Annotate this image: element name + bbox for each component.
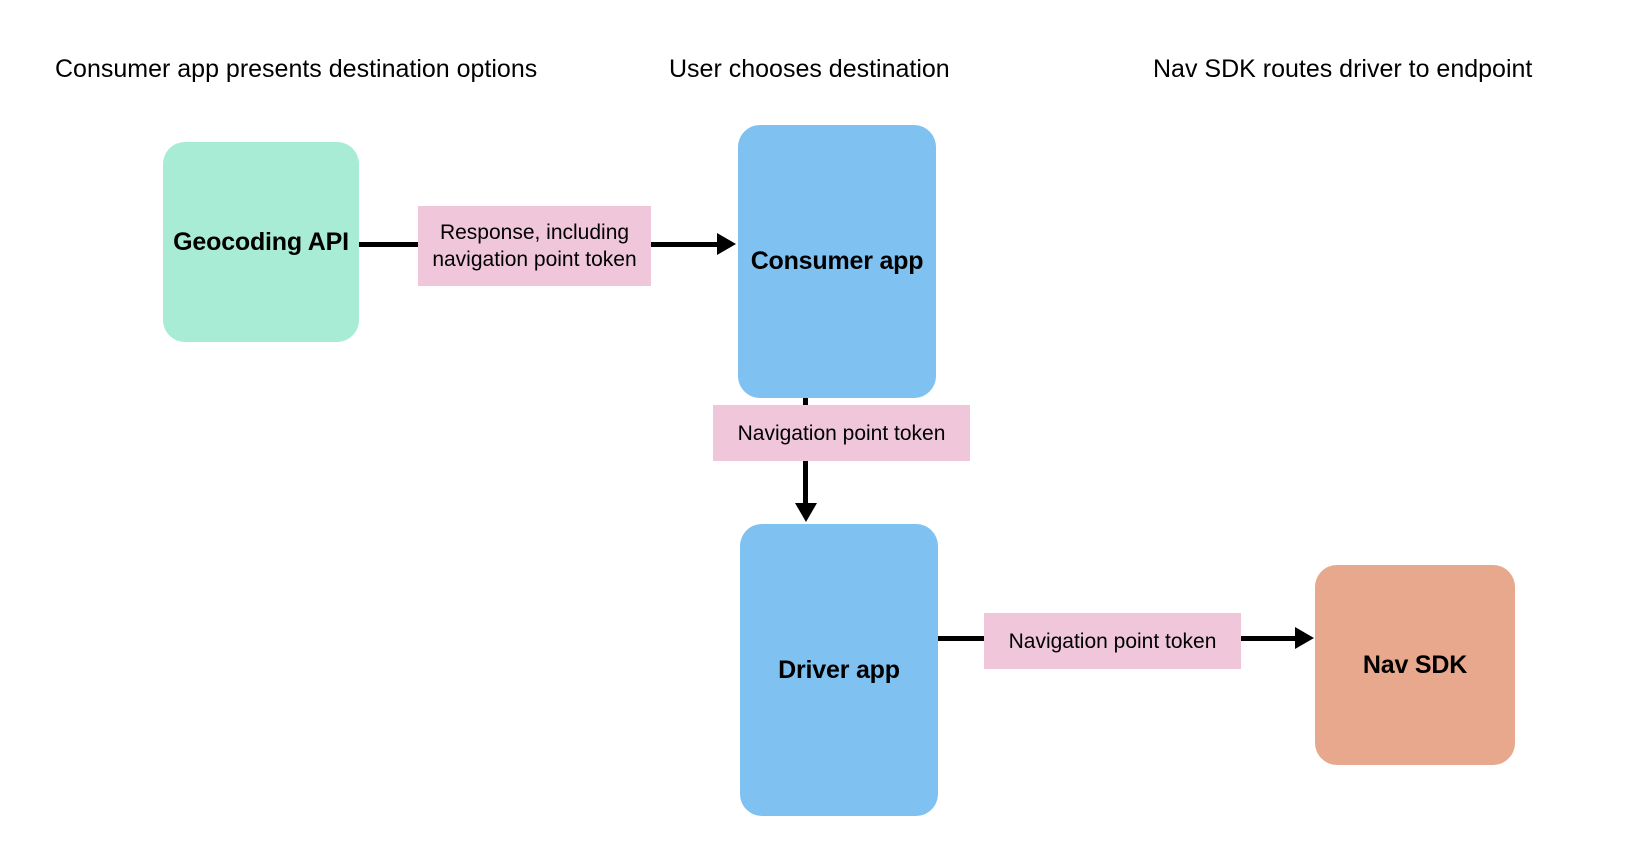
edge-label-response-including-navigation-point-token: Response, including navigation point tok… bbox=[418, 206, 651, 286]
connector-driver-to-navsdk-right bbox=[1241, 636, 1296, 641]
node-consumer-app[interactable]: Consumer app bbox=[738, 125, 936, 398]
edge-label-navigation-point-token-driver-navsdk: Navigation point token bbox=[984, 613, 1241, 669]
connector-geocoding-to-consumer-left bbox=[359, 242, 419, 247]
edge-label-navigation-point-token-consumer-driver: Navigation point token bbox=[713, 405, 970, 461]
column-header-consumer-app: Consumer app presents destination option… bbox=[55, 55, 538, 83]
arrowhead-consumer-to-driver bbox=[795, 503, 817, 522]
edge-label-navigation-point-token-driver-navsdk-text: Navigation point token bbox=[1008, 629, 1217, 653]
node-driver-app[interactable]: Driver app bbox=[740, 524, 938, 816]
node-geocoding-api[interactable]: Geocoding API bbox=[163, 142, 359, 342]
connector-consumer-to-driver-top bbox=[803, 398, 808, 408]
connector-geocoding-to-consumer-right bbox=[650, 242, 718, 247]
edge-label-response-text: Response, including navigation point tok… bbox=[432, 221, 637, 271]
node-consumer-app-label: Consumer app bbox=[750, 247, 924, 275]
node-nav-sdk-label: Nav SDK bbox=[1362, 650, 1468, 679]
node-nav-sdk[interactable]: Nav SDK bbox=[1315, 565, 1515, 765]
node-geocoding-api-label: Geocoding API bbox=[173, 227, 349, 256]
connector-driver-to-navsdk-left bbox=[938, 636, 985, 641]
column-header-user-chooses: User chooses destination bbox=[669, 55, 950, 83]
connector-consumer-to-driver-bottom bbox=[803, 461, 808, 504]
arrowhead-geocoding-to-consumer bbox=[717, 233, 736, 255]
arrowhead-driver-to-navsdk bbox=[1295, 627, 1314, 649]
edge-label-navigation-point-token-consumer-driver-text: Navigation point token bbox=[737, 421, 946, 445]
column-header-nav-sdk-routes: Nav SDK routes driver to endpoint bbox=[1153, 55, 1533, 83]
node-driver-app-label: Driver app bbox=[778, 655, 900, 684]
